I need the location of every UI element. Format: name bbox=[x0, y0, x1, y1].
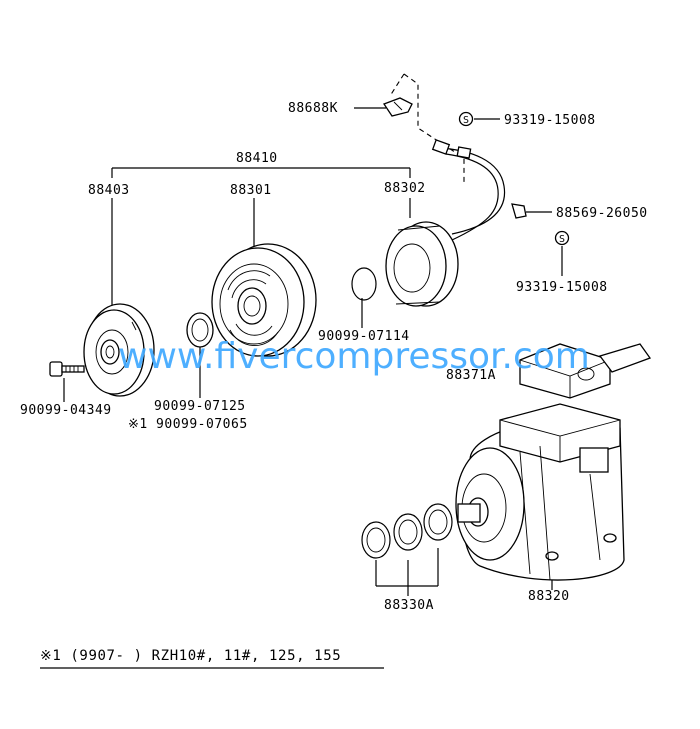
footnote-text: ※1 (9907- ) RZH10#, 11#, 125, 155 bbox=[40, 648, 341, 664]
label-88569: 88569-26050 bbox=[556, 206, 648, 221]
watermark-text: www.fivercompressor.com bbox=[118, 336, 590, 377]
label-88403: 88403 bbox=[88, 183, 130, 198]
s-symbol-bottom-text: S bbox=[559, 234, 565, 245]
pulley-88301-part bbox=[211, 243, 317, 357]
compressor-88320-part bbox=[455, 403, 625, 581]
sensor-88569-part bbox=[511, 203, 527, 219]
field-coil-88302-part bbox=[385, 221, 459, 307]
label-90099-07065: ※1 90099-07065 bbox=[128, 417, 248, 432]
shim-90099-07125-part bbox=[186, 312, 214, 348]
s-symbol-top: S bbox=[458, 111, 474, 127]
clip-88688k-part bbox=[383, 97, 413, 117]
snap-ring-90099-07114-part bbox=[351, 267, 377, 301]
dashed-bracket-line-short bbox=[389, 73, 405, 97]
s-symbol-bottom: S bbox=[554, 230, 570, 246]
label-93319-top: 93319-15008 bbox=[504, 113, 596, 128]
label-88320: 88320 bbox=[528, 589, 570, 604]
wire-harness-part bbox=[431, 139, 527, 241]
label-88371a: 88371A bbox=[446, 368, 496, 383]
bolt-90099-04349-part bbox=[49, 361, 85, 377]
label-88302: 88302 bbox=[384, 181, 426, 196]
clutch-plate-88403-part bbox=[83, 303, 155, 397]
dashed-bracket-line bbox=[403, 73, 465, 182]
o-rings-88330a-part bbox=[361, 503, 453, 559]
label-88330a: 88330A bbox=[384, 598, 434, 613]
label-93319-bottom: 93319-15008 bbox=[516, 280, 608, 295]
fitting-88371a-part bbox=[519, 343, 652, 399]
label-88410: 88410 bbox=[236, 151, 278, 166]
label-90099-07125: 90099-07125 bbox=[154, 399, 246, 414]
label-88301: 88301 bbox=[230, 183, 272, 198]
label-90099-04349: 90099-04349 bbox=[20, 403, 112, 418]
s-symbol-top-text: S bbox=[463, 115, 469, 126]
label-88688k: 88688K bbox=[288, 101, 338, 116]
label-90099-07114: 90099-07114 bbox=[318, 329, 410, 344]
